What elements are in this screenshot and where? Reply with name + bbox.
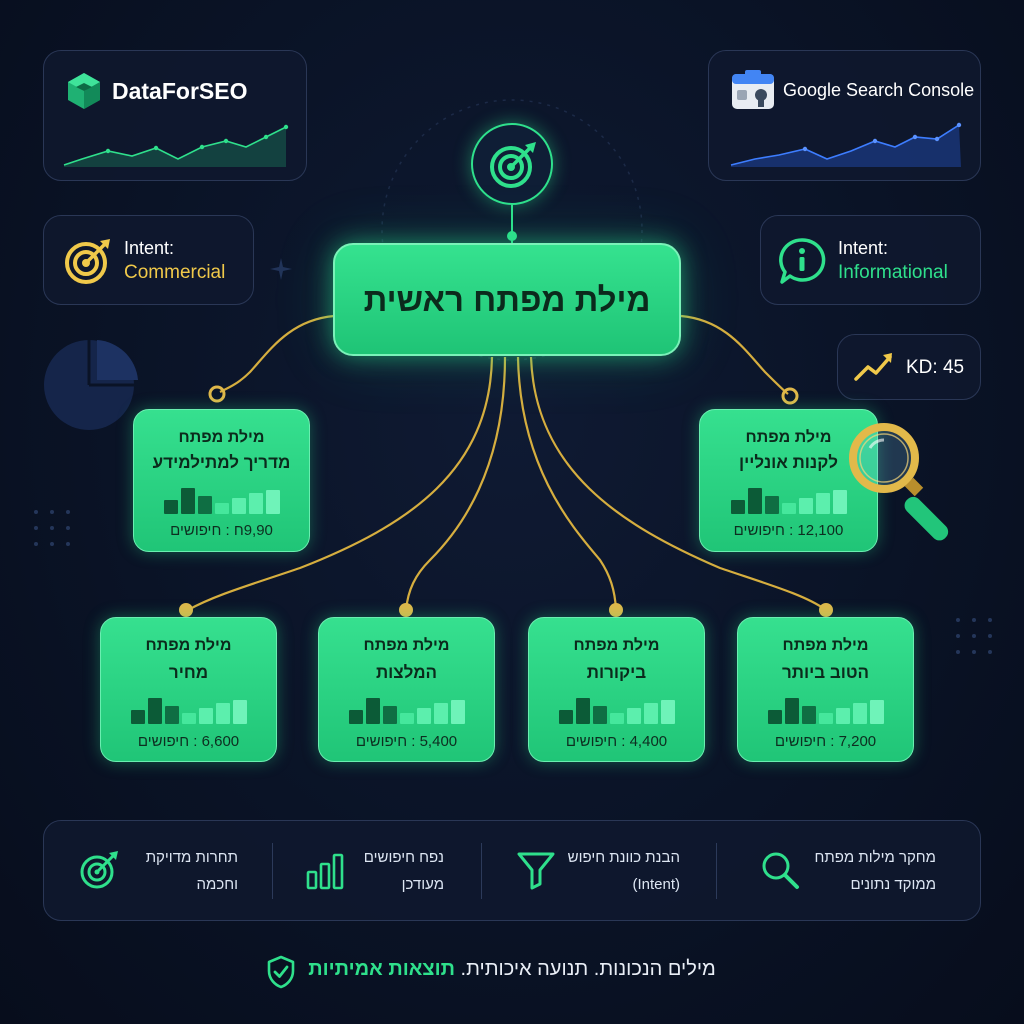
feature-search-volume: נפח חיפושים מעודכן xyxy=(364,844,444,898)
main-target-node xyxy=(471,123,553,205)
feature-search-intent: הבנת כוונת חיפוש (Intent) xyxy=(568,844,680,898)
keyword-card-title: מילת מפתח xyxy=(573,637,660,654)
keyword-card-title: מילת מפתח xyxy=(178,429,265,446)
keyword-card-buy-online[interactable]: מילת מפתח לקנות אונליין 12,100 : חיפושים xyxy=(699,409,878,552)
keyword-card-recommendations[interactable]: מילת מפתח המלצות 5,400 : חיפושים xyxy=(318,617,495,762)
keyword-card-best[interactable]: מילת מפתח הטוב ביותר 7,200 : חיפושים xyxy=(737,617,914,762)
info-chat-icon xyxy=(779,238,826,284)
keyword-search-volume: 4,400 : חיפושים xyxy=(565,733,668,750)
google-search-console-panel: Google Search Console xyxy=(708,50,981,181)
target-icon xyxy=(65,239,110,284)
keyword-card-subtitle: לקנות אונליין xyxy=(739,453,838,472)
google-search-console-name: Google Search Console xyxy=(783,80,975,100)
features-bar xyxy=(43,820,981,921)
keyword-card-subtitle: מדריך למתילמידע xyxy=(152,453,291,472)
main-keyword-node[interactable]: מילת מפתח ראשית xyxy=(333,243,681,356)
feature-search-volume-line2: מעודכן xyxy=(401,876,444,893)
search-icon xyxy=(762,852,799,889)
intent-informational-card: Intent: Informational xyxy=(760,215,981,305)
tagline-accent: תוצאות אמיתיות xyxy=(308,958,455,980)
keyword-card-subtitle: המלצות xyxy=(375,663,438,682)
feature-search-intent-line1: הבנת כוונת חיפוש xyxy=(567,849,680,866)
intent-informational-value: Informational xyxy=(838,262,948,283)
keyword-card-title: מילת מפתח xyxy=(745,429,832,446)
shield-check-icon xyxy=(267,955,295,989)
keyword-card-subtitle: הטוב ביותר xyxy=(781,663,870,682)
magnifying-glass-icon xyxy=(849,423,949,541)
keyword-card-subtitle: מחיר xyxy=(168,663,209,682)
keyword-volume-bars xyxy=(700,486,877,514)
feature-search-volume-line1: נפח חיפושים xyxy=(363,849,444,866)
keyword-card-guide[interactable]: מילת מפתח מדריך למתילמידע 9,90ח : חיפושי… xyxy=(133,409,310,552)
feature-keyword-research-line2: ממוקד נתונים xyxy=(850,876,936,893)
keyword-card-reviews[interactable]: מילת מפתח ביקורות 4,400 : חיפושים xyxy=(528,617,705,762)
cube-logo-icon xyxy=(68,73,100,109)
intent-commercial-card: Intent: Commercial xyxy=(43,215,254,305)
keyword-card-title: מילת מפתח xyxy=(782,637,869,654)
feature-competition-line2: וחכמה xyxy=(196,876,238,893)
feature-competition-line1: תחרות מדויקת xyxy=(145,849,238,866)
tagline: מילים הנכונות. תנועה איכותית. תוצאות אמי… xyxy=(0,958,1024,981)
keyword-card-title: מילת מפתח xyxy=(363,637,450,654)
feature-keyword-research: מחקר מילות מפתח ממוקד נתונים xyxy=(815,844,936,898)
bar-chart-icon xyxy=(306,853,344,890)
gsc-sparkline xyxy=(730,122,962,167)
keyword-search-volume: 6,600 : חיפושים xyxy=(137,733,240,750)
trend-up-icon xyxy=(854,353,892,381)
toolbox-logo-icon xyxy=(732,70,774,109)
kd-badge: KD: 45 xyxy=(837,334,981,400)
keyword-search-volume: 9,90ח : חיפושים xyxy=(170,522,273,539)
kd-value: KD: 45 xyxy=(906,357,965,378)
keyword-volume-bars xyxy=(101,696,276,724)
sparkle-icon xyxy=(270,258,292,280)
keyword-volume-bars xyxy=(529,696,704,724)
intent-commercial-label: Intent: xyxy=(124,238,175,258)
feature-search-intent-line2: (Intent) xyxy=(632,876,680,893)
keyword-card-title: מילת מפתח xyxy=(145,637,232,654)
intent-informational-label: Intent: xyxy=(838,238,889,258)
keyword-volume-bars xyxy=(738,696,913,724)
feature-divider xyxy=(272,843,273,899)
dataforseo-sparkline xyxy=(63,124,289,167)
keyword-card-subtitle: ביקורות xyxy=(586,663,647,682)
feature-keyword-research-line1: מחקר מילות מפתח xyxy=(814,849,936,866)
target-icon xyxy=(490,142,536,188)
target-icon xyxy=(80,851,118,889)
feature-competition: תחרות מדויקת וחכמה xyxy=(146,844,238,898)
intent-commercial-value: Commercial xyxy=(124,262,226,283)
main-keyword-label: מילת מפתח ראשית xyxy=(363,280,651,318)
feature-divider xyxy=(481,843,482,899)
keyword-volume-bars xyxy=(319,696,494,724)
pie-chart-icon xyxy=(44,340,138,430)
dataforseo-name: DataForSEO xyxy=(112,78,248,104)
keyword-search-volume: 5,400 : חיפושים xyxy=(355,733,458,750)
feature-divider xyxy=(716,843,717,899)
keyword-search-volume: 7,200 : חיפושים xyxy=(774,733,877,750)
keyword-search-volume: 12,100 : חיפושים xyxy=(733,522,844,539)
dataforseo-panel: DataForSEO xyxy=(43,50,307,181)
keyword-volume-bars xyxy=(134,486,309,514)
tagline-plain: מילים הנכונות. תנועה איכותית. xyxy=(454,958,716,980)
funnel-icon xyxy=(517,852,555,890)
keyword-card-price[interactable]: מילת מפתח מחיר 6,600 : חיפושים xyxy=(100,617,277,762)
